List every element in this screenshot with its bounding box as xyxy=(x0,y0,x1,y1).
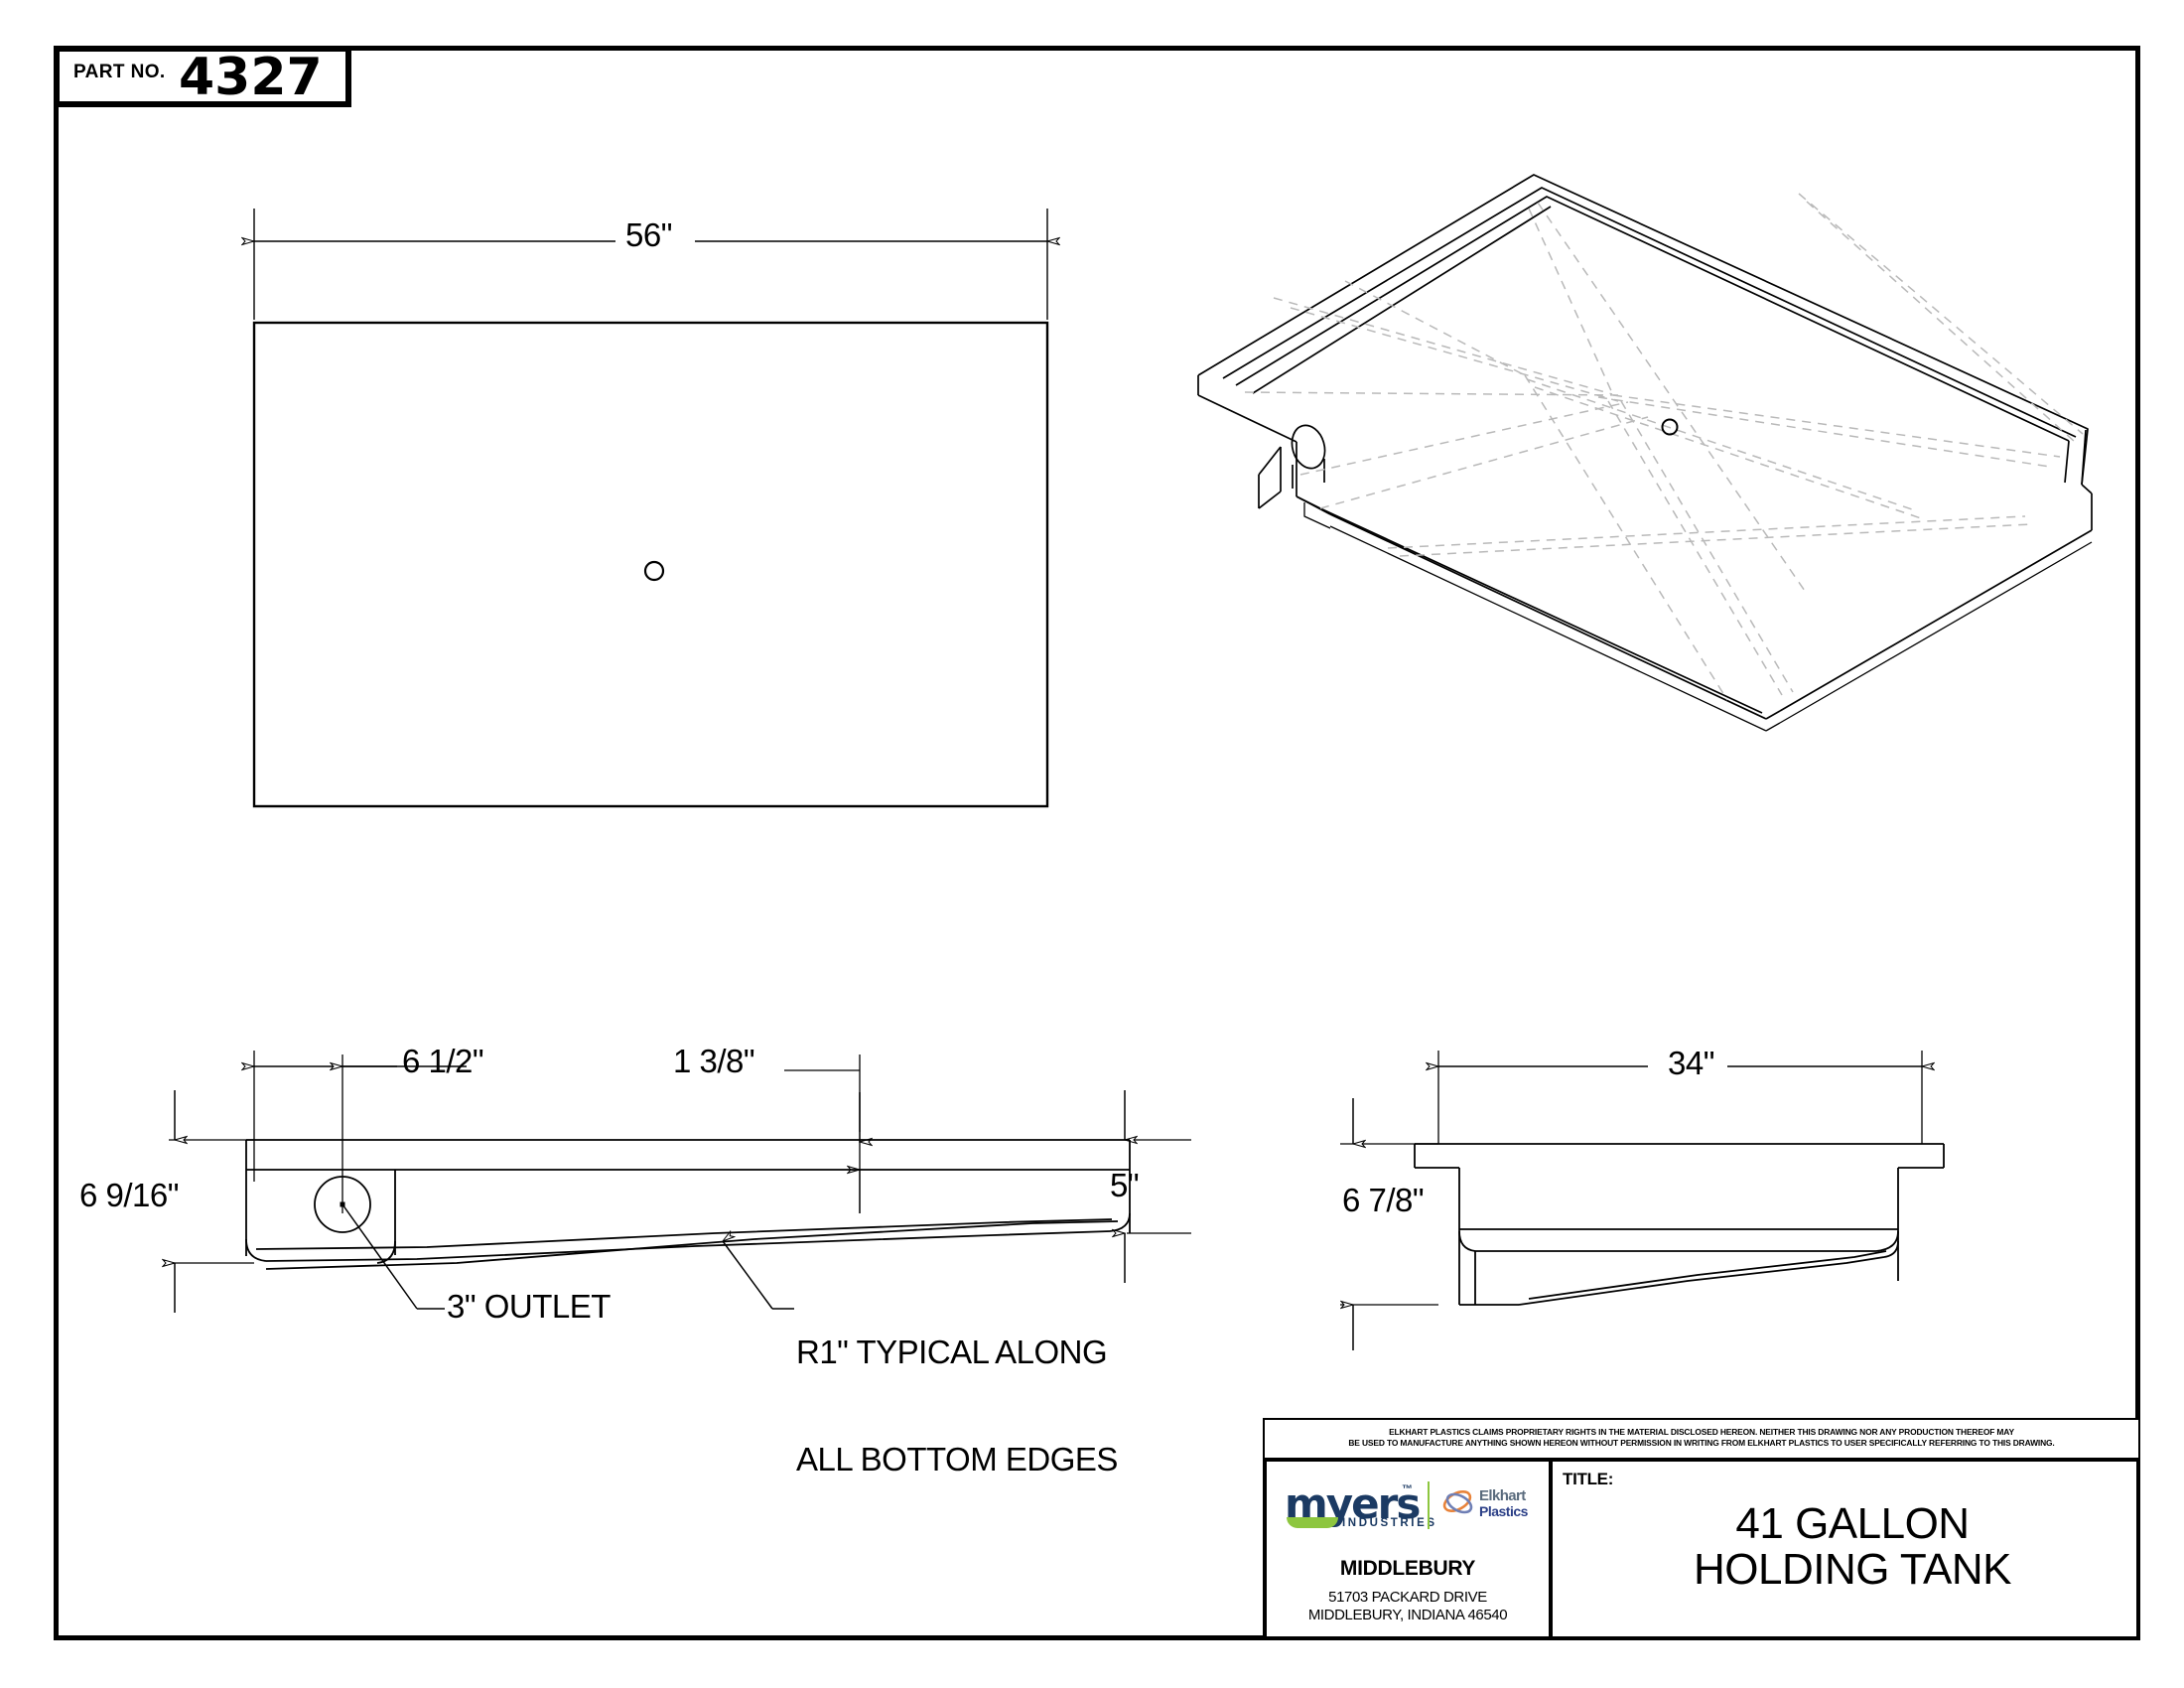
callout-radius-note: R1" TYPICAL ALONG ALL BOTTOM EDGES xyxy=(796,1263,1118,1549)
isometric-view xyxy=(1197,174,2093,732)
callout-radius-line2: ALL BOTTOM EDGES xyxy=(796,1441,1118,1477)
company-address-line1: 51703 PACKARD DRIVE xyxy=(1328,1589,1487,1606)
dim-right-height: 5" xyxy=(1110,1167,1140,1203)
myers-industries-logo: myers ™ INDUSTRIES xyxy=(1281,1477,1434,1539)
myers-trademark-icon: ™ xyxy=(1402,1483,1413,1495)
logo-separator xyxy=(1428,1481,1430,1529)
dim-end-width: 34" xyxy=(1668,1045,1714,1081)
disclaimer-line-2: BE USED TO MANUFACTURE ANYTHING SHOWN HE… xyxy=(1348,1438,2055,1448)
company-address-line2: MIDDLEBURY, INDIANA 46540 xyxy=(1307,1607,1508,1623)
dim-outlet-offset: 6 1/2" xyxy=(402,1043,484,1079)
company-city: MIDDLEBURY xyxy=(1339,1557,1476,1580)
disclaimer-line-1: ELKHART PLASTICS CLAIMS PROPRIETARY RIGH… xyxy=(1389,1427,2014,1437)
elkhart-name-line1: Elkhart xyxy=(1479,1487,1526,1504)
company-logos: myers ™ INDUSTRIES Elkhart Plastics xyxy=(1267,1470,1549,1551)
elkhart-swirl-icon xyxy=(1442,1490,1473,1514)
dim-overall-height: 6 9/16" xyxy=(79,1177,179,1213)
dim-top-length: 56" xyxy=(625,216,672,253)
part-number-block: PART NO. 4327 xyxy=(54,46,351,107)
top-view xyxy=(254,209,1047,808)
part-number-value: 4327 xyxy=(179,48,323,107)
center-hole xyxy=(643,560,665,582)
drawing-title: 41 GALLON HOLDING TANK xyxy=(1565,1501,2140,1593)
end-section-view xyxy=(1340,1051,1945,1350)
front-section-view xyxy=(169,1051,1191,1313)
outlet-circle xyxy=(314,1176,371,1233)
title-field-label: TITLE: xyxy=(1563,1470,1614,1488)
title-block-divider xyxy=(1549,1462,1553,1636)
drawing-border xyxy=(54,46,2140,1640)
callout-outlet: 3" OUTLET xyxy=(447,1288,611,1325)
elkhart-plastics-logo: Elkhart Plastics xyxy=(1441,1483,1545,1531)
drawing-title-line2: HOLDING TANK xyxy=(1694,1545,2011,1594)
title-block: myers ™ INDUSTRIES Elkhart Plastics MIDD… xyxy=(1263,1458,2140,1640)
elkhart-name-line2: Plastics xyxy=(1479,1503,1528,1519)
myers-subtitle: INDUSTRIES xyxy=(1342,1517,1437,1529)
dim-end-height: 6 7/8" xyxy=(1342,1182,1425,1218)
dim-wall-thickness: 1 3/8" xyxy=(673,1043,755,1079)
part-number-label: PART NO. xyxy=(73,62,166,82)
iso-center-hole xyxy=(1661,418,1679,436)
callout-radius-line1: R1" TYPICAL ALONG xyxy=(796,1334,1108,1370)
proprietary-disclaimer: ELKHART PLASTICS CLAIMS PROPRIETARY RIGH… xyxy=(1263,1418,2140,1458)
myers-swoosh-icon xyxy=(1287,1517,1338,1528)
drawing-title-line1: 41 GALLON xyxy=(1735,1499,1970,1548)
